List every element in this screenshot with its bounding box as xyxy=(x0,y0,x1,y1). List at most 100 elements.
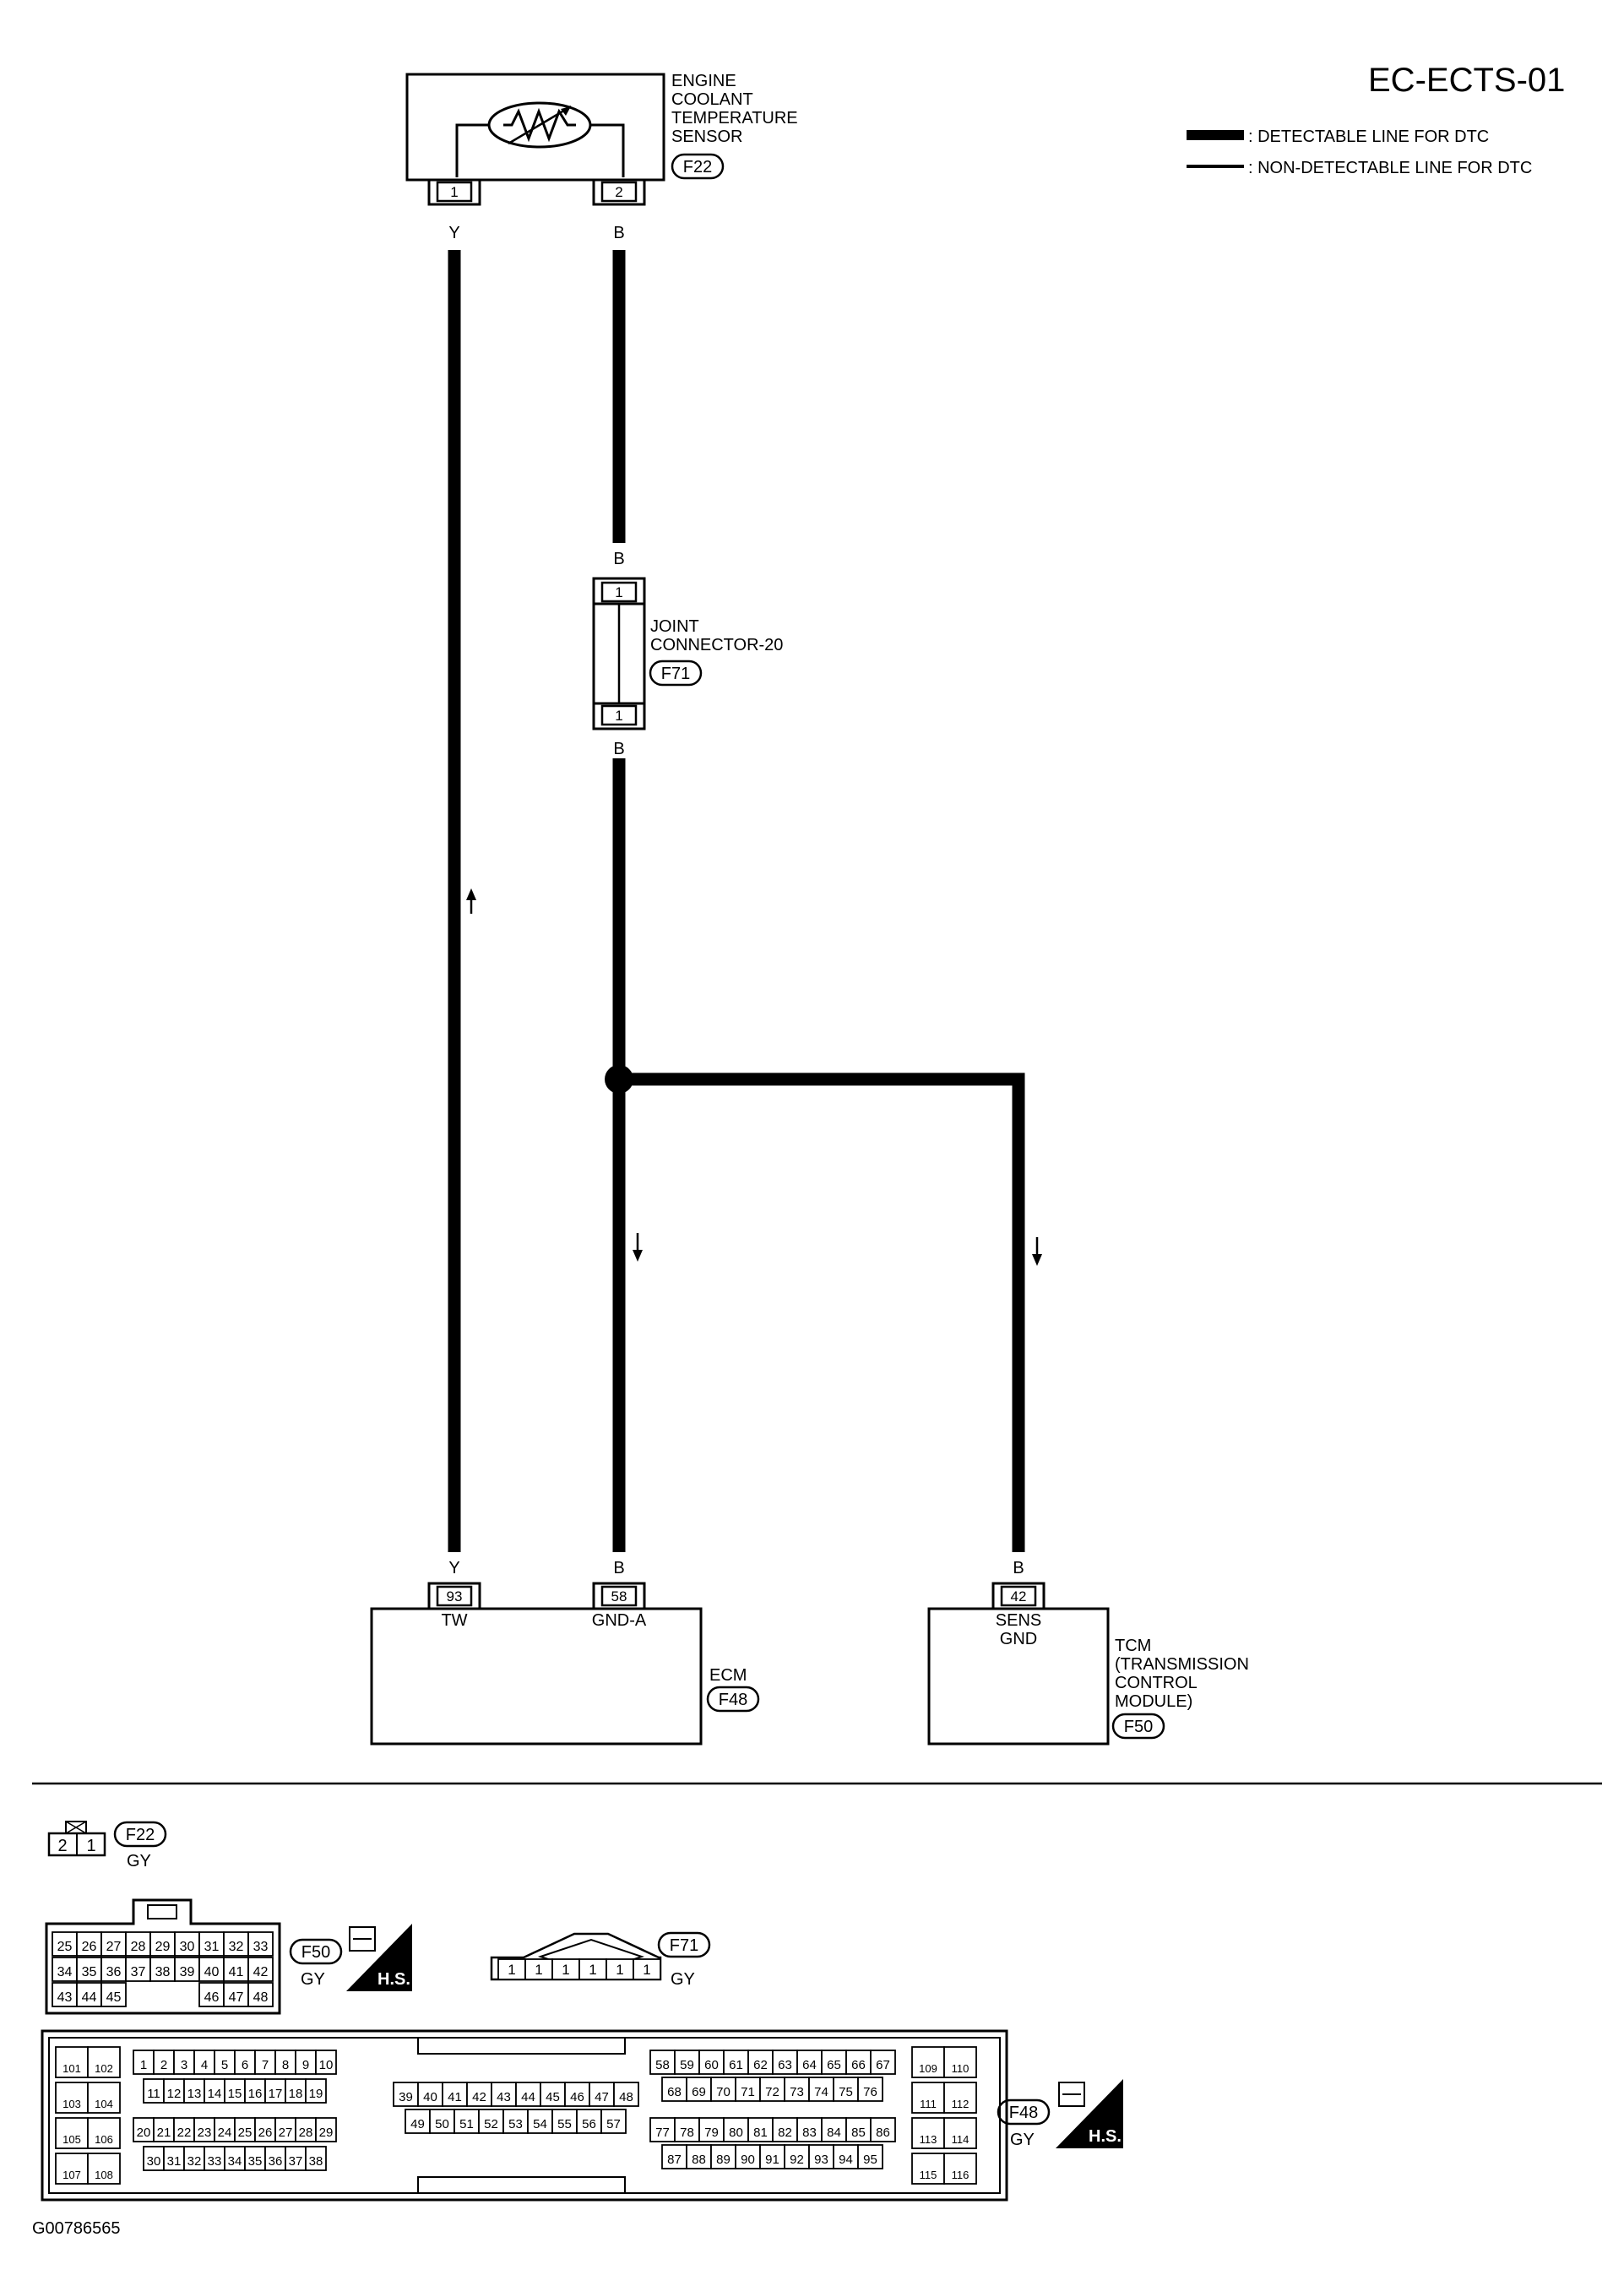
terminal-cell: 49 xyxy=(405,2109,431,2134)
terminal-cell: 115 xyxy=(911,2153,945,2185)
arrow-down-icon xyxy=(633,1233,643,1262)
svg-text:64: 64 xyxy=(802,2058,817,2072)
svg-text:H.S.: H.S. xyxy=(1089,2127,1122,2146)
svg-text:10: 10 xyxy=(319,2058,334,2072)
svg-text:46: 46 xyxy=(570,2090,584,2104)
terminal-cell: 92 xyxy=(784,2144,810,2169)
resistor-zigzag xyxy=(503,107,576,143)
terminal-cell: 35 xyxy=(76,1957,102,1982)
terminal-cell: 95 xyxy=(857,2144,883,2169)
svg-text:36: 36 xyxy=(269,2154,283,2169)
wire-color-sensor-pin2: B xyxy=(613,224,624,242)
wire-color-joint-bottom: B xyxy=(613,740,624,758)
legend-thick-label: : DETECTABLE LINE FOR DTC xyxy=(1248,128,1489,146)
terminal-cell: 33 xyxy=(204,2146,225,2171)
svg-text:30: 30 xyxy=(147,2154,161,2169)
terminal-cell: 43 xyxy=(52,1982,78,2007)
svg-text:35: 35 xyxy=(82,1965,97,1979)
terminal-cell: 57 xyxy=(600,2109,627,2134)
svg-text:1: 1 xyxy=(643,1962,650,1978)
svg-text:34: 34 xyxy=(228,2154,242,2169)
f48-color: GY xyxy=(1010,2131,1035,2149)
svg-text:21: 21 xyxy=(157,2126,171,2140)
svg-text:29: 29 xyxy=(155,1940,171,1954)
legend-thin-label: : NON-DETECTABLE LINE FOR DTC xyxy=(1248,159,1532,177)
svg-text:73: 73 xyxy=(790,2085,804,2099)
terminal-cell: 29 xyxy=(149,1931,176,1957)
tcm-name-line1: TCM xyxy=(1115,1637,1151,1655)
svg-text:25: 25 xyxy=(57,1940,73,1954)
svg-text:1: 1 xyxy=(86,1837,95,1855)
wire-color-ecm-58: B xyxy=(613,1559,624,1577)
f22-badge xyxy=(113,1821,167,1848)
terminal-cell: 55 xyxy=(551,2109,578,2134)
svg-text:63: 63 xyxy=(778,2058,792,2072)
svg-text:109: 109 xyxy=(919,2062,937,2075)
svg-text:78: 78 xyxy=(680,2126,694,2140)
f71-badge xyxy=(657,1931,711,1958)
sensor-name-line4: SENSOR xyxy=(671,128,742,146)
terminal-cell: 27 xyxy=(100,1931,127,1957)
terminal-cell: 1 xyxy=(133,2050,155,2075)
terminal-cell: 6 xyxy=(234,2050,256,2075)
svg-text:47: 47 xyxy=(595,2090,609,2104)
terminal-cell: 62 xyxy=(747,2050,774,2075)
terminal-cell: 109 xyxy=(911,2046,945,2078)
terminal-cell: 25 xyxy=(52,1931,78,1957)
tcm-pin-42: 42 xyxy=(991,1582,1046,1609)
terminal-cell: 13 xyxy=(183,2078,205,2104)
svg-text:45: 45 xyxy=(546,2090,560,2104)
terminal-cell: 91 xyxy=(759,2144,785,2169)
terminal-cell: 48 xyxy=(247,1982,274,2007)
terminal-cell: 31 xyxy=(163,2146,185,2171)
svg-text:50: 50 xyxy=(435,2117,449,2131)
ecm-connector-id: F48 xyxy=(719,1691,747,1709)
terminal-cell: 36 xyxy=(100,1957,127,1982)
terminal-cell: 76 xyxy=(857,2077,883,2102)
svg-text:26: 26 xyxy=(258,2126,273,2140)
svg-text:89: 89 xyxy=(716,2153,731,2167)
svg-text:5: 5 xyxy=(221,2058,228,2072)
terminal-cell: 11 xyxy=(143,2078,165,2104)
svg-text:16: 16 xyxy=(248,2087,263,2101)
terminal-cell: 47 xyxy=(589,2082,615,2107)
svg-text:76: 76 xyxy=(863,2085,877,2099)
svg-text:61: 61 xyxy=(729,2058,743,2072)
svg-text:79: 79 xyxy=(704,2126,719,2140)
svg-text:40: 40 xyxy=(204,1965,220,1979)
svg-text:81: 81 xyxy=(753,2126,768,2140)
terminal-cell: 65 xyxy=(821,2050,847,2075)
svg-text:105: 105 xyxy=(62,2133,81,2146)
terminal-cell: 50 xyxy=(429,2109,455,2134)
terminal-cell: 17 xyxy=(264,2078,286,2104)
svg-text:1: 1 xyxy=(140,2058,147,2072)
terminal-cell: 75 xyxy=(833,2077,859,2102)
terminal-cell: 89 xyxy=(710,2144,736,2169)
svg-text:1: 1 xyxy=(615,708,622,724)
terminal-cell: 63 xyxy=(772,2050,798,2075)
terminal-cell: 34 xyxy=(52,1957,78,1982)
ecm-pin-93-label: TW xyxy=(441,1611,467,1630)
terminal-cell: 26 xyxy=(254,2117,276,2142)
terminal-cell: 74 xyxy=(808,2077,834,2102)
svg-text:44: 44 xyxy=(521,2090,535,2104)
terminal-cell: 94 xyxy=(833,2144,859,2169)
f71-color: GY xyxy=(671,1970,695,1989)
svg-text:32: 32 xyxy=(187,2154,202,2169)
terminal-cell: 66 xyxy=(845,2050,872,2075)
tcm-pin-label-line1: SENS xyxy=(996,1611,1041,1630)
svg-text:31: 31 xyxy=(204,1940,220,1954)
svg-text:91: 91 xyxy=(765,2153,779,2167)
svg-text:29: 29 xyxy=(319,2126,334,2140)
ecm-box xyxy=(370,1607,703,1746)
svg-text:67: 67 xyxy=(876,2058,890,2072)
svg-text:65: 65 xyxy=(827,2058,841,2072)
svg-text:112: 112 xyxy=(952,2098,970,2110)
svg-text:28: 28 xyxy=(299,2126,313,2140)
terminal-cell: 1 xyxy=(606,1958,634,1980)
tcm-connector-id: F50 xyxy=(1124,1718,1153,1736)
terminal-cell: 80 xyxy=(723,2117,749,2142)
terminal-cell: 70 xyxy=(710,2077,736,2102)
f48-badge xyxy=(997,2099,1051,2126)
